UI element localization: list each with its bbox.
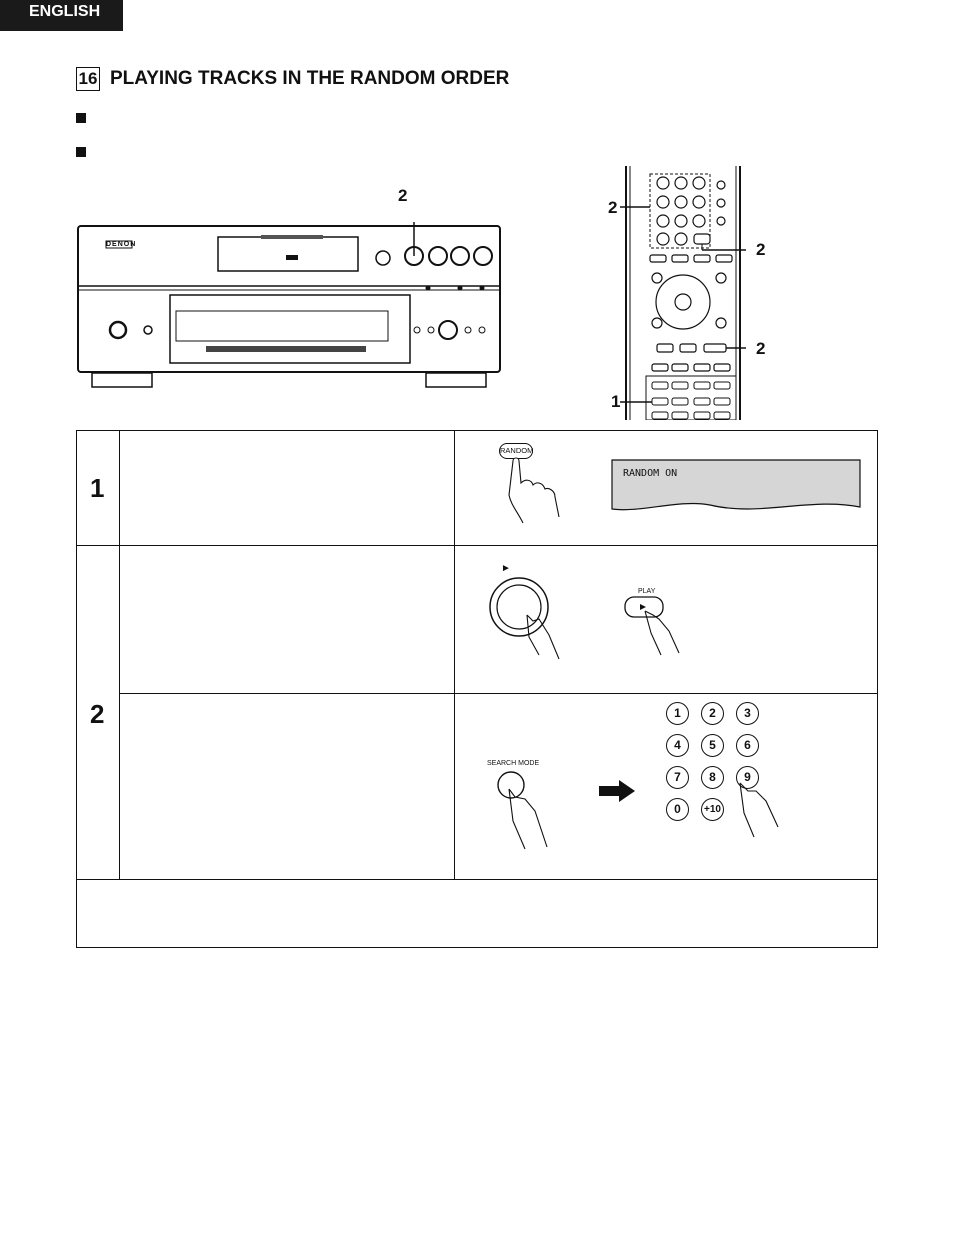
key-plus10[interactable]: +10 bbox=[701, 798, 724, 821]
callout-remote-numbers: 2 bbox=[608, 198, 618, 217]
key-2[interactable]: 2 bbox=[701, 702, 724, 725]
key-4[interactable]: 4 bbox=[666, 734, 689, 757]
bullet-1 bbox=[76, 113, 86, 123]
callout-remote-search: 2 bbox=[756, 240, 766, 259]
lcd-display bbox=[611, 459, 861, 511]
key-6[interactable]: 6 bbox=[736, 734, 759, 757]
hand-icon bbox=[508, 457, 560, 524]
step-1-number: 1 bbox=[90, 473, 105, 503]
player-brand: DENON bbox=[106, 241, 137, 248]
key-9[interactable]: 9 bbox=[736, 766, 759, 789]
bullet-2 bbox=[76, 147, 86, 157]
key-3[interactable]: 3 bbox=[736, 702, 759, 725]
callout-remote-play: 2 bbox=[756, 339, 766, 358]
key-5[interactable]: 5 bbox=[701, 734, 724, 757]
key-8[interactable]: 8 bbox=[701, 766, 724, 789]
player-play-button[interactable] bbox=[487, 575, 579, 661]
search-mode-label: SEARCH MODE bbox=[487, 760, 540, 767]
search-mode-button[interactable] bbox=[495, 769, 567, 853]
remote-play-button[interactable] bbox=[623, 595, 705, 663]
play-symbol: ► bbox=[501, 563, 511, 574]
key-7[interactable]: 7 bbox=[666, 766, 689, 789]
steps-table: 1 2 RANDOM RANDOM ON ► PLAY SEARCH MODE … bbox=[76, 430, 878, 948]
key-1[interactable]: 1 bbox=[666, 702, 689, 725]
language-tab: ENGLISH bbox=[0, 0, 123, 31]
player-illustration bbox=[77, 222, 501, 388]
play-label: PLAY bbox=[638, 588, 656, 595]
step-2-number: 2 bbox=[90, 699, 105, 729]
callout-remote-random: 1 bbox=[611, 392, 621, 411]
language-label: ENGLISH bbox=[29, 3, 101, 20]
display-text: RANDOM ON bbox=[623, 468, 678, 479]
remote-illustration bbox=[620, 166, 746, 420]
section-title: PLAYING TRACKS IN THE RANDOM ORDER bbox=[110, 68, 510, 89]
key-0[interactable]: 0 bbox=[666, 798, 689, 821]
hand-icon bbox=[739, 782, 779, 838]
callout-player-button: 2 bbox=[398, 186, 408, 205]
section-number: 16 bbox=[76, 67, 100, 91]
arrow-right-icon bbox=[599, 780, 635, 802]
number-keypad: 1 2 3 4 5 6 7 8 9 0 +10 bbox=[666, 702, 766, 830]
